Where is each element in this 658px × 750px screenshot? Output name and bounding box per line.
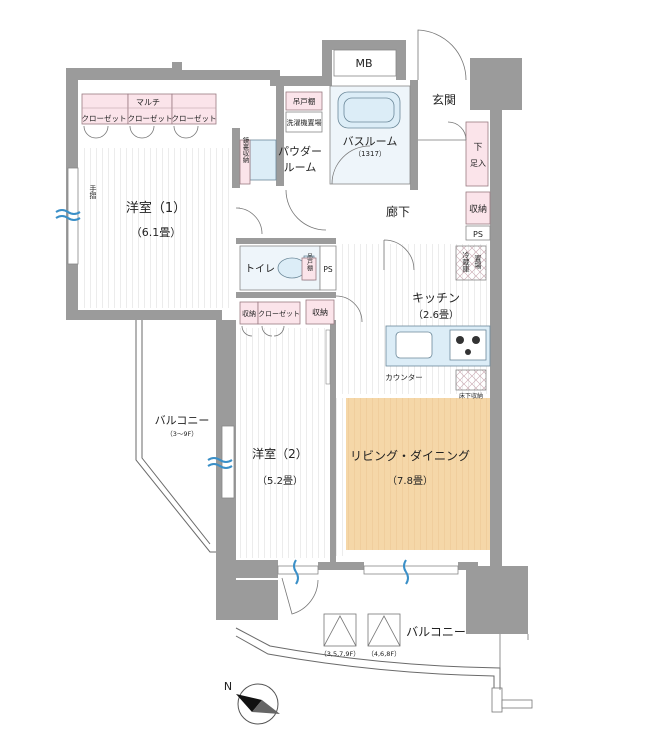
north-arrow <box>236 683 280 725</box>
kitchen-size: （2.6畳） <box>413 309 459 321</box>
ps-hall-box <box>465 225 491 241</box>
bottom-window-room2 <box>277 565 319 575</box>
ldk-door <box>383 239 415 271</box>
handrail-label: 手摺 <box>89 184 97 200</box>
multi-label: マルチ <box>136 98 160 107</box>
room2-closet-box <box>257 301 301 325</box>
balcony-side-label: バルコニー <box>155 414 210 427</box>
fridge-box <box>455 245 487 281</box>
linen-box <box>239 139 251 185</box>
shoe-box <box>465 121 489 187</box>
fridge-label-1: 冷蔵庫 <box>462 251 470 274</box>
balcony-post <box>491 687 503 713</box>
floor-storage-box <box>455 369 487 391</box>
tsuto-label: 吊戸棚 <box>293 96 316 106</box>
vanity <box>249 139 277 181</box>
toilet-tsuto-label: 吊戸棚 <box>306 253 313 272</box>
corridor-label: 廊下 <box>386 204 410 219</box>
bottom-balcony-outline <box>235 627 501 712</box>
burner-1 <box>456 336 464 344</box>
mb-label: MB <box>355 57 372 70</box>
closet-label-3: クローゼット <box>172 113 217 123</box>
bathtub-inner <box>343 97 395 123</box>
shoe-door <box>447 121 467 141</box>
north-label: N <box>224 680 232 693</box>
ps-toilet-label: PS <box>323 265 333 274</box>
airflow-living-bottom <box>403 559 409 585</box>
storage-hall-box <box>465 191 491 225</box>
burner-2 <box>472 336 480 344</box>
bath-label: バスルーム <box>343 135 398 148</box>
ldk-storage-label: 収納 <box>312 307 328 317</box>
living-size: （7.8畳） <box>387 475 433 487</box>
room2-closet-doors <box>241 325 285 337</box>
shoe-label-2: 足入 <box>470 159 486 168</box>
living-lower-strip <box>336 398 346 556</box>
ps-hall-label: PS <box>473 230 483 239</box>
washer-label: 洗濯機置場 <box>287 118 322 127</box>
airflow-room2 <box>207 457 233 469</box>
room1-floor <box>80 148 232 308</box>
living-floor <box>346 398 490 550</box>
powder-door <box>285 189 327 231</box>
mb-box <box>333 49 397 77</box>
room1-label: 洋室（1） <box>126 200 186 216</box>
bath-door <box>331 145 371 185</box>
burner-3 <box>465 349 471 355</box>
airflow-room2-bottom <box>293 559 299 585</box>
room2-size: （5.2畳） <box>257 475 303 487</box>
bottom-balcony-outline-inner <box>235 635 495 712</box>
ldk-storage-box <box>305 299 335 325</box>
stove <box>449 329 487 361</box>
entrance-door <box>417 29 467 81</box>
side-balcony-outline <box>135 320 216 553</box>
room1-door <box>235 207 263 235</box>
shoe-label-1: 下 <box>473 143 482 153</box>
room1-window <box>67 167 79 265</box>
closets-room1 <box>81 93 217 125</box>
side-balcony-outline-inner <box>141 320 211 545</box>
closet-label-1: クローゼット <box>82 113 127 123</box>
room2-closet-label: クローゼット <box>258 309 300 318</box>
balcony-label: バルコニー <box>406 625 466 639</box>
genkan-label: 玄関 <box>432 92 456 107</box>
powder-label-1: パウダー <box>278 144 322 158</box>
room2-label: 洋室（2） <box>252 446 308 461</box>
corridor-floor <box>232 190 490 238</box>
closet-label-2: クローゼット <box>128 113 173 123</box>
room1-size: （6.1畳） <box>131 226 182 239</box>
closet-doors <box>83 125 199 139</box>
tsuto-box <box>285 91 323 111</box>
room2-storage-label: 収納 <box>242 309 256 318</box>
living-label: リビング・ダイニング <box>350 448 470 463</box>
counter-label: カウンター <box>385 373 423 382</box>
bath-size: （1317） <box>354 150 386 158</box>
washer-box <box>285 111 323 133</box>
kitchen-sink <box>395 331 433 359</box>
ac-floors-b: （4,6,8F） <box>367 650 400 658</box>
balcony-rail-end <box>501 699 533 709</box>
ac-unit-a <box>323 613 357 647</box>
linen-label: 鏡裏収納 <box>241 136 249 165</box>
floor-storage-label: 床下収納 <box>459 392 483 400</box>
bottom-window-living <box>363 565 459 575</box>
toilet-label: トイレ <box>245 264 275 275</box>
kitchen-label: キッチン <box>412 291 460 305</box>
fridge-label-2: 置場 <box>474 255 482 270</box>
room2-floor <box>236 328 328 558</box>
room2-partition <box>325 329 331 385</box>
ps-toilet-box <box>319 245 337 291</box>
ac-floors-a: （3,5,7,9F） <box>320 650 359 658</box>
powder-label-2: ルーム <box>284 161 317 174</box>
toilet-tsuto-box <box>301 257 317 281</box>
storage-hall-label: 収納 <box>469 203 487 215</box>
ldk-storage-door <box>335 295 363 323</box>
ac-unit-b <box>367 613 401 647</box>
airflow-room1 <box>55 209 81 221</box>
balcony-side-floors: （3～9F） <box>166 430 198 438</box>
balcony-door <box>281 577 319 615</box>
